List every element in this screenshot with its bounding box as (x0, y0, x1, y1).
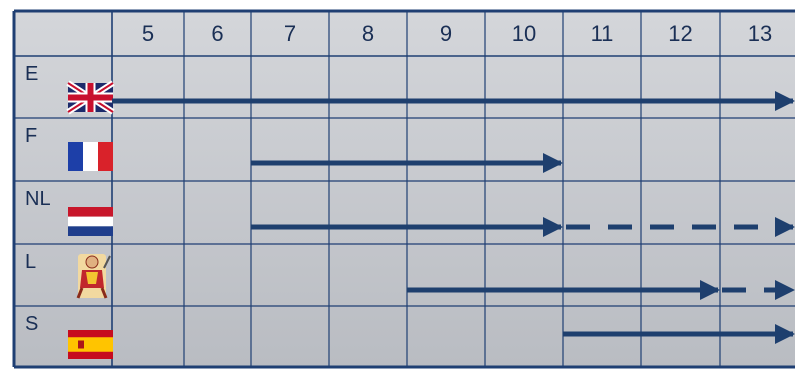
row-label: F (25, 125, 37, 147)
netherlands-flag-icon (68, 207, 113, 236)
column-header-label: 8 (362, 21, 374, 46)
uk-flag-icon (68, 83, 113, 112)
france-flag-icon (68, 142, 113, 171)
row-label: NL (25, 188, 51, 210)
grid-background (14, 11, 795, 367)
column-header-label: 9 (440, 21, 452, 46)
luxembourg-emblem-icon (78, 254, 110, 298)
column-header-label: 10 (512, 21, 536, 46)
column-header-label: 12 (668, 21, 692, 46)
column-header-label: 6 (211, 21, 223, 46)
column-header-label: 7 (284, 21, 296, 46)
column-header-label: 11 (591, 21, 614, 46)
column-header-label: 5 (142, 21, 154, 46)
row-label: L (25, 251, 36, 273)
row-label: S (25, 313, 38, 335)
spain-flag-icon (68, 330, 113, 359)
row-label: E (25, 63, 38, 85)
column-header-label: 13 (748, 21, 772, 46)
